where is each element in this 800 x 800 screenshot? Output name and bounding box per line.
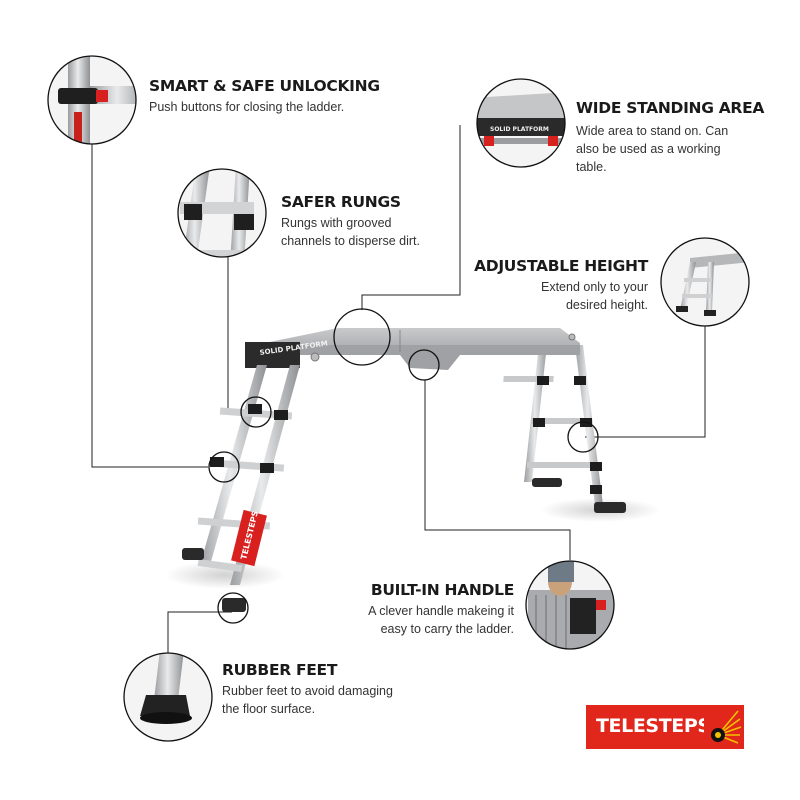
callout-text: A clever handle makeing it easy to carry… — [368, 604, 514, 636]
callout-title: ADJUSTABLE HEIGHT — [474, 257, 648, 275]
callout-title: SAFER RUNGS — [281, 193, 401, 211]
logo-emblem-icon — [704, 705, 744, 749]
callout-text: Rubber feet to avoid damaging the floor … — [222, 684, 393, 716]
callout-title: BUILT-IN HANDLE — [370, 581, 514, 599]
logo-text: TELESTEPS — [596, 715, 711, 737]
callout-text: Extend only to your desired height. — [540, 280, 648, 312]
highlight-markers — [208, 308, 599, 624]
detail-unlocking — [47, 55, 137, 145]
callout-handle: BUILT-IN HANDLE A clever handle makeing … — [314, 580, 514, 638]
callout-feet: RUBBER FEET Rubber feet to avoid damagin… — [222, 660, 452, 718]
callout-standing: WIDE STANDING AREA Wide area to stand on… — [576, 98, 786, 176]
detail-handle — [525, 560, 615, 650]
detail-standing: SOLID PLATFORM — [476, 78, 566, 168]
callout-title: SMART & SAFE UNLOCKING — [149, 77, 380, 95]
left-ladder — [182, 365, 300, 612]
svg-text:SOLID PLATFORM: SOLID PLATFORM — [490, 126, 549, 133]
telesteps-logo: TELESTEPS — [586, 705, 744, 749]
callout-title: RUBBER FEET — [222, 661, 338, 679]
callout-title: WIDE STANDING AREA — [576, 99, 765, 117]
platform — [245, 328, 580, 370]
callout-text: Rungs with grooved channels to disperse … — [281, 216, 420, 248]
callout-height: ADJUSTABLE HEIGHT Extend only to your de… — [448, 256, 648, 314]
detail-feet — [123, 652, 213, 742]
callout-unlocking: SMART & SAFE UNLOCKING Push buttons for … — [149, 76, 409, 116]
connector-lines — [91, 125, 706, 655]
right-ladder — [503, 335, 626, 513]
callout-text: Wide area to stand on. Can also be used … — [576, 124, 729, 174]
detail-rungs — [177, 168, 267, 258]
detail-height — [660, 237, 750, 327]
callout-rungs: SAFER RUNGS Rungs with grooved channels … — [281, 192, 501, 250]
callout-text: Push buttons for closing the ladder. — [149, 100, 345, 114]
